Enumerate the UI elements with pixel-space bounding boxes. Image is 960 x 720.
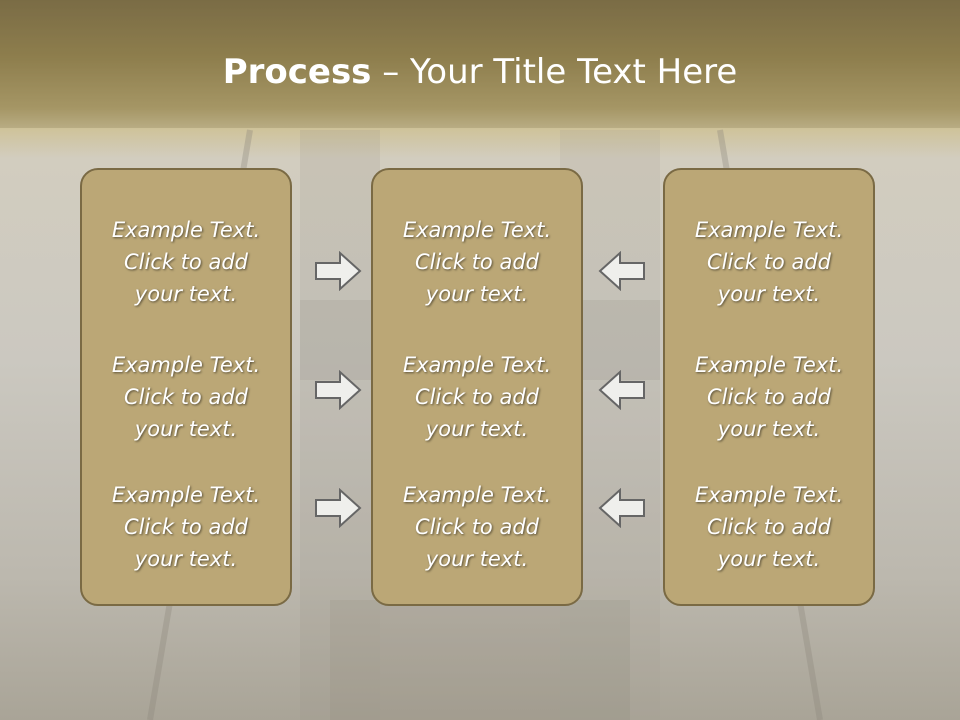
title-rest: – Your Title Text Here xyxy=(371,52,738,92)
text-line: Click to add xyxy=(706,250,831,274)
text-line: your text. xyxy=(134,417,238,441)
arrow-left-icon xyxy=(598,251,645,291)
text-line: your text. xyxy=(717,547,821,571)
arrow-right-icon xyxy=(315,370,362,410)
text-box-right[interactable]: Example Text. Click to add your text. Ex… xyxy=(663,168,875,606)
text-block[interactable]: Example Text. Click to add your text. xyxy=(82,479,290,575)
text-line: your text. xyxy=(425,547,529,571)
text-line: Example Text. xyxy=(694,483,844,507)
text-block[interactable]: Example Text. Click to add your text. xyxy=(665,479,873,575)
text-line: Example Text. xyxy=(111,218,261,242)
text-line: your text. xyxy=(134,282,238,306)
text-line: your text. xyxy=(425,282,529,306)
text-line: your text. xyxy=(134,547,238,571)
text-line: Click to add xyxy=(706,515,831,539)
text-box-center[interactable]: Example Text. Click to add your text. Ex… xyxy=(371,168,583,606)
text-block[interactable]: Example Text. Click to add your text. xyxy=(82,349,290,445)
arrow-left-icon xyxy=(598,370,645,410)
text-line: your text. xyxy=(717,417,821,441)
text-block[interactable]: Example Text. Click to add your text. xyxy=(373,479,581,575)
text-line: Example Text. xyxy=(402,483,552,507)
text-line: Example Text. xyxy=(694,353,844,377)
text-line: Example Text. xyxy=(694,218,844,242)
text-line: Click to add xyxy=(123,250,248,274)
slide-title[interactable]: Process – Your Title Text Here xyxy=(0,52,960,92)
text-line: Example Text. xyxy=(111,483,261,507)
text-line: Click to add xyxy=(414,385,539,409)
text-block[interactable]: Example Text. Click to add your text. xyxy=(373,214,581,310)
text-line: Click to add xyxy=(123,515,248,539)
text-line: Example Text. xyxy=(111,353,261,377)
title-bold: Process xyxy=(222,52,372,92)
text-box-left[interactable]: Example Text. Click to add your text. Ex… xyxy=(80,168,292,606)
text-line: your text. xyxy=(717,282,821,306)
text-line: Click to add xyxy=(414,250,539,274)
text-line: Click to add xyxy=(706,385,831,409)
text-line: Click to add xyxy=(123,385,248,409)
text-block[interactable]: Example Text. Click to add your text. xyxy=(373,349,581,445)
text-block[interactable]: Example Text. Click to add your text. xyxy=(665,214,873,310)
text-block[interactable]: Example Text. Click to add your text. xyxy=(665,349,873,445)
arrow-right-icon xyxy=(315,251,362,291)
text-line: your text. xyxy=(425,417,529,441)
text-line: Click to add xyxy=(414,515,539,539)
text-block[interactable]: Example Text. Click to add your text. xyxy=(82,214,290,310)
text-line: Example Text. xyxy=(402,218,552,242)
arrow-right-icon xyxy=(315,488,362,528)
text-line: Example Text. xyxy=(402,353,552,377)
arrow-left-icon xyxy=(598,488,645,528)
